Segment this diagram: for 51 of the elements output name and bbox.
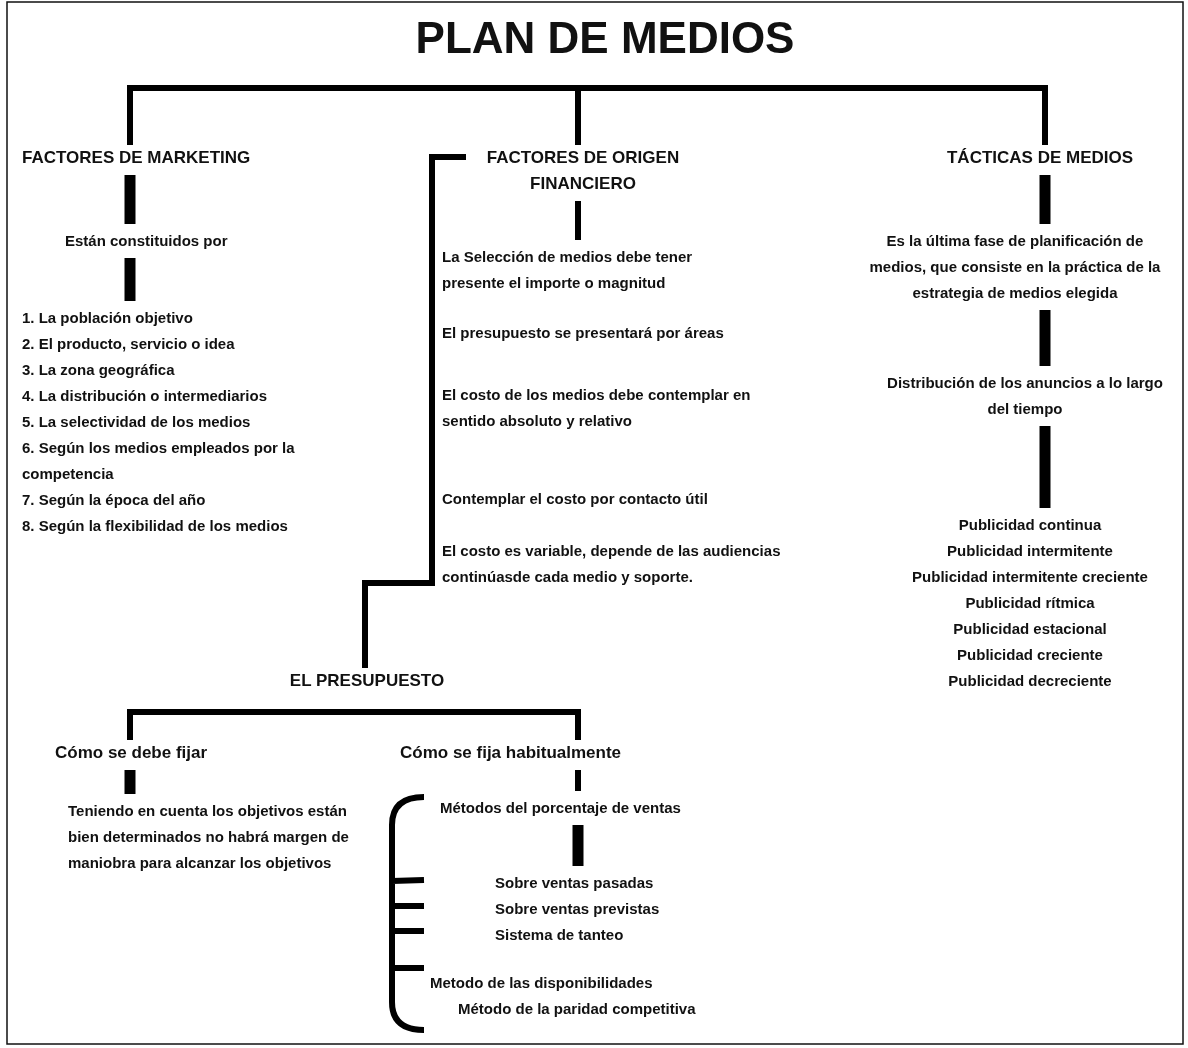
list-item: Publicidad creciente (956, 645, 1104, 665)
list-item: 5. La selectividad de los medios (22, 412, 252, 432)
description-text: La Selección de medios debe tener presente el importe o magnitud (442, 244, 742, 296)
description-text: Métodos del porcentaje de ventas (440, 795, 770, 821)
connector-line (1039, 175, 1051, 224)
description-text: El costo de los medios debe contemplar en sentido absoluto y relativo (442, 382, 782, 434)
section-heading: Cómo se fija habitualmente (400, 740, 700, 766)
description-text: El costo es variable, depende de las audiencias continúasde cada medio y soporte. (442, 538, 842, 590)
list-item: Sobre ventas previstas (495, 896, 745, 922)
list-item: 6. Según los medios empleados por la competencia (22, 438, 296, 484)
connector-line (362, 154, 466, 668)
connector-line (575, 770, 581, 791)
connector-line (127, 709, 365, 740)
description-text: Distribución de los anuncios a lo largo del tiempo (880, 370, 1170, 422)
list-item: 3. La zona geográfica (22, 360, 176, 380)
list-item: Sistema de tanteo (495, 922, 745, 948)
connector-line (575, 201, 581, 240)
connector-line (1039, 426, 1051, 508)
description-text: Teniendo en cuenta los objetivos están bien determinados no habrá margen de maniobra para alcanzar los objetivos (68, 798, 358, 876)
section-heading: TÁCTICAS DE MEDIOS (925, 145, 1155, 171)
list-item: 1. La población objetivo (22, 308, 194, 328)
list-item: 8. Según la flexibilidad de los medios (22, 516, 289, 536)
connector-line (124, 770, 136, 794)
section-heading: EL PRESUPUESTO (272, 668, 462, 712)
description-text: El presupuesto se presentará por áreas (442, 320, 802, 346)
list-item: Publicidad intermitente (946, 541, 1114, 561)
list-item: Publicidad continua (957, 515, 1103, 535)
list-item: Publicidad estacional (952, 619, 1108, 639)
list-item: Metodo de las disponibilidades (430, 970, 730, 996)
description-text: Es la última fase de planificación de medios, que consiste en la práctica de la estrategia de medios elegida (865, 228, 1165, 306)
description-text: Están constituidos por (65, 228, 325, 254)
list-item: 2. El producto, servicio o idea (22, 334, 236, 354)
list-item: Publicidad rítmica (964, 593, 1096, 613)
list-item: Publicidad decreciente (947, 671, 1113, 691)
connector-line (575, 85, 605, 145)
list-item: Publicidad intermitente creciente (911, 567, 1149, 587)
section-heading: FACTORES DE MARKETING (22, 145, 302, 171)
connector-line (1039, 310, 1051, 366)
list-item: 4. La distribución o intermediarios (22, 386, 269, 406)
connector-line (124, 175, 136, 224)
connector-line (365, 709, 581, 740)
section-heading: Cómo se debe fijar (55, 740, 295, 766)
section-heading: FACTORES DE ORIGEN FINANCIERO (468, 145, 698, 197)
list-item: Sobre ventas pasadas (495, 870, 745, 896)
title-heading: PLAN DE MEDIOS (290, 8, 920, 88)
connector-line (605, 85, 1048, 145)
connector-line (124, 258, 136, 301)
description-text: Contemplar el costo por contacto útil (442, 486, 802, 512)
connector-line (572, 825, 584, 866)
list-item: 7. Según la época del año (22, 490, 207, 510)
list-item: Método de la paridad competitiva (458, 996, 778, 1022)
